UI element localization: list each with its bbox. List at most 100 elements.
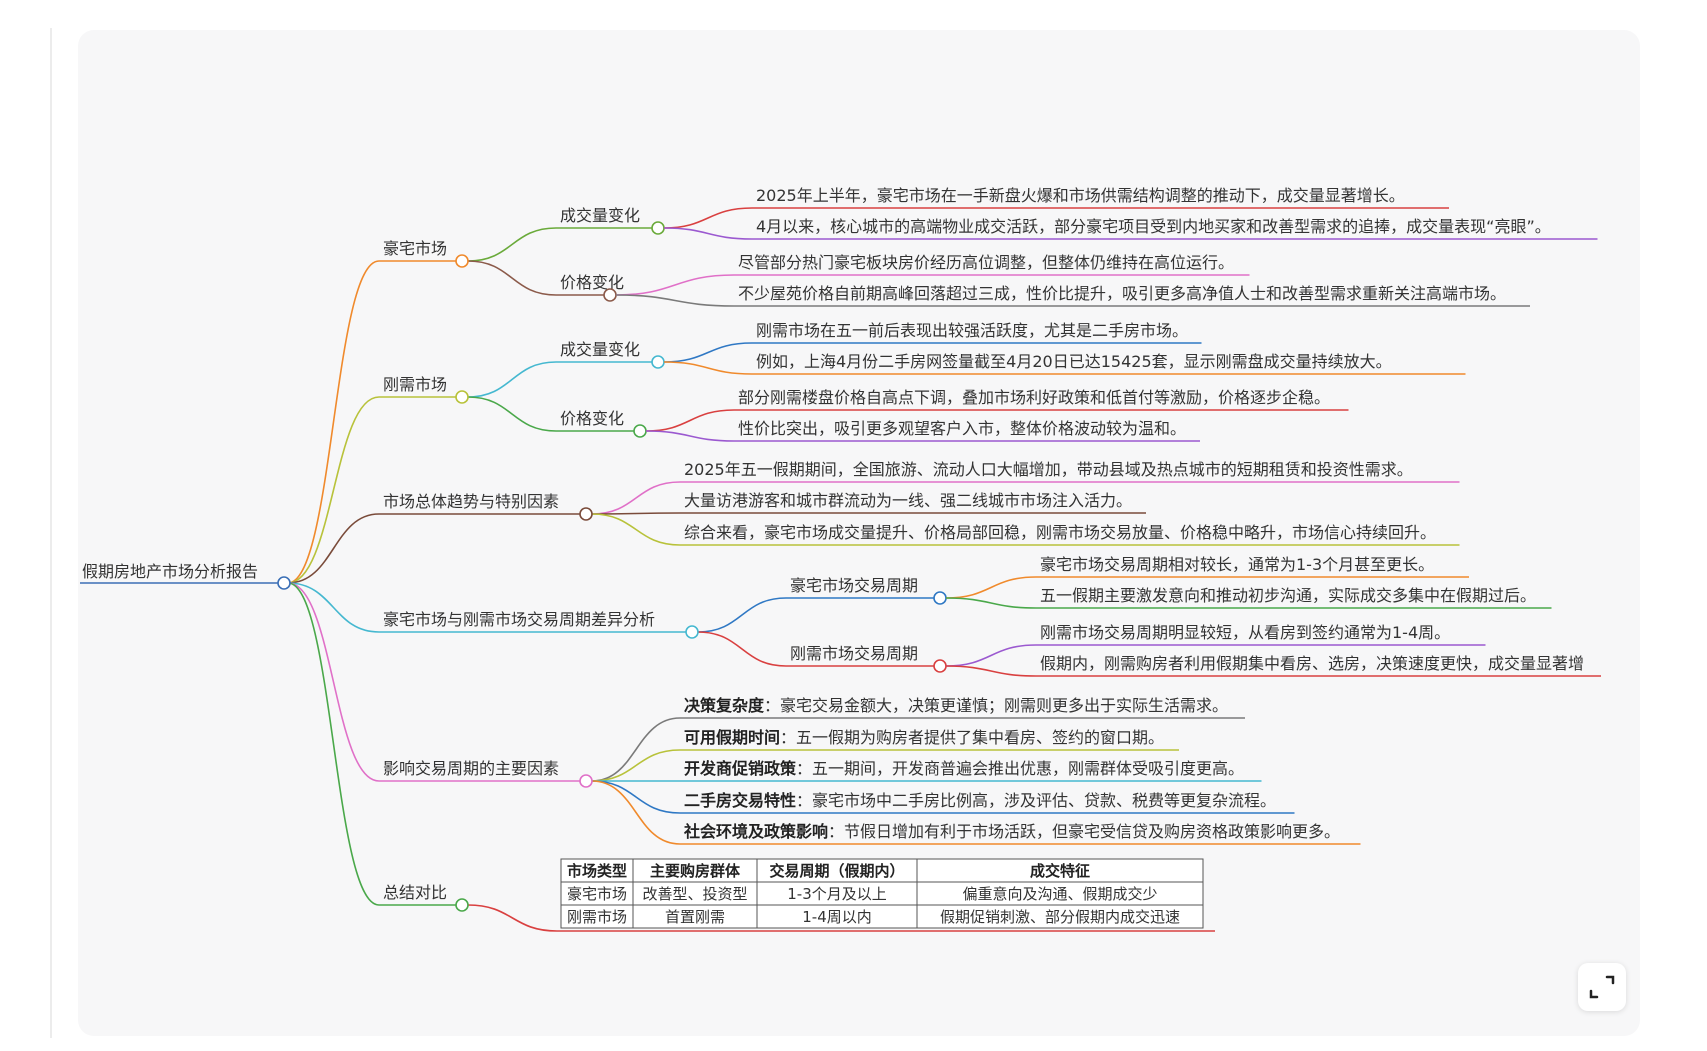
child-label: 价格变化 <box>560 409 624 428</box>
factor-desc: ：豪宅市场中二手房比例高，涉及评估、贷款、税费等更复杂流程。 <box>796 791 1276 810</box>
leaf-connector <box>615 294 735 307</box>
leaf-label: 例如，上海4月份二手房网签量截至4月20日已达15425套，显示刚需盘成交量持续… <box>756 352 1392 371</box>
child-connector <box>697 597 787 633</box>
leaf-label: 尽管部分热门豪宅板块房价经历高位调整，但整体仍维持在高位运行。 <box>738 253 1234 272</box>
leaf-connector <box>591 780 681 845</box>
leaf-connector <box>663 207 753 229</box>
branch-connector <box>287 513 380 584</box>
child-label: 价格变化 <box>560 273 624 292</box>
branch-connector <box>287 582 380 906</box>
root-node-label: 假期房地产市场分析报告 <box>82 562 258 581</box>
branch-connector <box>287 396 380 584</box>
leaf-label: 五一假期主要激发意向和推动初步沟通，实际成交多集中在假期过后。 <box>1040 586 1536 605</box>
table-header-cell: 主要购房群体 <box>650 862 741 880</box>
leaf-label: 4月以来，核心城市的高端物业成交活跃，部分豪宅项目受到内地买家和改善型需求的追捧… <box>756 217 1551 236</box>
table-cell: 偏重意向及沟通、假期成交少 <box>962 885 1157 903</box>
leaf-connector <box>591 749 681 782</box>
factor-desc: ：五一假期为购房者提供了集中看房、签约的窗口期。 <box>780 728 1164 747</box>
branch-node-toggle[interactable] <box>455 254 469 268</box>
leaf-label: 综合来看，豪宅市场成交量提升、价格局部回稳，刚需市场交易放量、价格稳中略升，市场… <box>684 523 1436 542</box>
child-node-toggle[interactable] <box>933 591 947 605</box>
child-label: 刚需市场交易周期 <box>790 644 918 663</box>
leaf-connector <box>945 597 1037 609</box>
leaf-label: 部分刚需楼盘价格自高点下调，叠加市场利好政策和低首付等激励，价格逐步企稳。 <box>738 388 1330 407</box>
child-connector <box>467 396 557 432</box>
leaf-connector <box>645 430 735 442</box>
branch-connector <box>287 260 380 584</box>
leaf-connector <box>645 409 735 432</box>
factor-item: 决策复杂度：豪宅交易金额大，决策更谨慎；刚需则更多出于实际生活需求。 <box>684 696 1228 715</box>
factor-item: 开发商促销政策：五一期间，开发商普遍会推出优惠，刚需群体受吸引度更高。 <box>684 759 1244 778</box>
child-node-toggle[interactable] <box>603 288 617 302</box>
factor-item: 二手房交易特性：豪宅市场中二手房比例高，涉及评估、贷款、税费等更复杂流程。 <box>684 791 1276 810</box>
leaf-connector <box>591 481 681 515</box>
factor-term: 社会环境及政策影响 <box>683 822 828 841</box>
left-divider <box>50 28 52 1038</box>
child-label: 成交量变化 <box>560 340 640 359</box>
child-label: 豪宅市场交易周期 <box>790 576 918 595</box>
leaf-label: 豪宅市场交易周期相对较长，通常为1-3个月甚至更长。 <box>1040 555 1434 574</box>
table-cell: 1-3个月及以上 <box>787 885 887 903</box>
leaf-label: 不少屋苑价格自前期高峰回落超过三成，性价比提升，吸引更多高净值人士和改善型需求重… <box>738 284 1506 303</box>
expand-button[interactable] <box>1578 963 1626 1011</box>
table-connector <box>467 904 558 932</box>
branch-label: 总结对比 <box>383 883 447 902</box>
table-cell: 首置刚需 <box>665 908 725 926</box>
leaf-connector <box>591 780 681 814</box>
child-connector <box>697 631 787 667</box>
leaf-connector <box>663 227 753 240</box>
factor-desc: ：五一期间，开发商普遍会推出优惠，刚需群体受吸引度更高。 <box>796 759 1244 778</box>
child-node-toggle[interactable] <box>651 221 665 235</box>
table-header-cell: 交易周期（假期内） <box>769 862 904 880</box>
leaf-connector <box>945 644 1037 667</box>
branch-node-toggle[interactable] <box>455 898 469 912</box>
branch-label: 豪宅市场与刚需市场交易周期差异分析 <box>383 610 655 629</box>
branch-label: 刚需市场 <box>383 375 447 394</box>
table-header-cell: 市场类型 <box>567 862 627 880</box>
factor-desc: ：豪宅交易金额大，决策更谨慎；刚需则更多出于实际生活需求。 <box>764 696 1228 715</box>
table-cell: 刚需市场 <box>567 908 627 926</box>
child-node-toggle[interactable] <box>933 659 947 673</box>
table-cell: 假期促销刺激、部分假期内成交迅速 <box>940 908 1180 926</box>
leaf-connector <box>591 717 681 782</box>
branch-node-toggle[interactable] <box>685 625 699 639</box>
factor-term: 决策复杂度 <box>684 696 765 715</box>
leaf-label: 刚需市场交易周期明显较短，从看房到签约通常为1-4周。 <box>1040 623 1450 642</box>
branch-label: 豪宅市场 <box>383 239 447 258</box>
branch-connector <box>287 582 380 782</box>
branch-label: 影响交易周期的主要因素 <box>383 759 559 778</box>
branch-node-toggle[interactable] <box>579 774 593 788</box>
leaf-connector <box>663 342 753 363</box>
leaf-connector <box>663 361 753 375</box>
table-cell: 改善型、投资型 <box>642 885 747 903</box>
expand-icon <box>1589 975 1615 999</box>
leaf-connector <box>945 576 1037 599</box>
branch-label: 市场总体趋势与特别因素 <box>383 492 559 511</box>
branch-connector <box>287 582 380 633</box>
leaf-connector <box>615 274 735 296</box>
leaf-label: 2025年五一假期期间，全国旅游、流动人口大幅增加，带动县域及热点城市的短期租赁… <box>684 460 1413 479</box>
leaf-label: 大量访港游客和城市群流动为一线、强二线城市市场注入活力。 <box>684 491 1132 510</box>
leaf-label: 刚需市场在五一前后表现出较强活跃度，尤其是二手房市场。 <box>756 321 1188 340</box>
child-node-toggle[interactable] <box>651 355 665 369</box>
child-label: 成交量变化 <box>560 206 640 225</box>
factor-desc: ：节假日增加有利于市场活跃，但豪宅受信贷及购房资格政策影响更多。 <box>828 822 1340 841</box>
branch-node-toggle[interactable] <box>579 507 593 521</box>
leaf-label: 假期内，刚需购房者利用假期集中看房、选房，决策速度更快，成交量显著增 <box>1040 654 1584 673</box>
factor-item: 可用假期时间：五一假期为购房者提供了集中看房、签约的窗口期。 <box>684 728 1164 747</box>
factor-term: 二手房交易特性 <box>684 791 796 810</box>
leaf-connector <box>591 513 681 546</box>
branch-node-toggle[interactable] <box>455 390 469 404</box>
leaf-label: 性价比突出，吸引更多观望客户入市，整体价格波动较为温和。 <box>738 419 1186 438</box>
child-connector <box>467 361 557 398</box>
leaf-connector <box>591 512 681 515</box>
leaf-connector <box>945 665 1037 677</box>
factor-term: 可用假期时间 <box>684 728 780 747</box>
child-connector <box>467 260 557 296</box>
child-node-toggle[interactable] <box>633 424 647 438</box>
table-cell: 豪宅市场 <box>567 885 627 903</box>
factor-item: 社会环境及政策影响：节假日增加有利于市场活跃，但豪宅受信贷及购房资格政策影响更多… <box>683 822 1340 841</box>
root-node-toggle[interactable] <box>277 576 291 590</box>
